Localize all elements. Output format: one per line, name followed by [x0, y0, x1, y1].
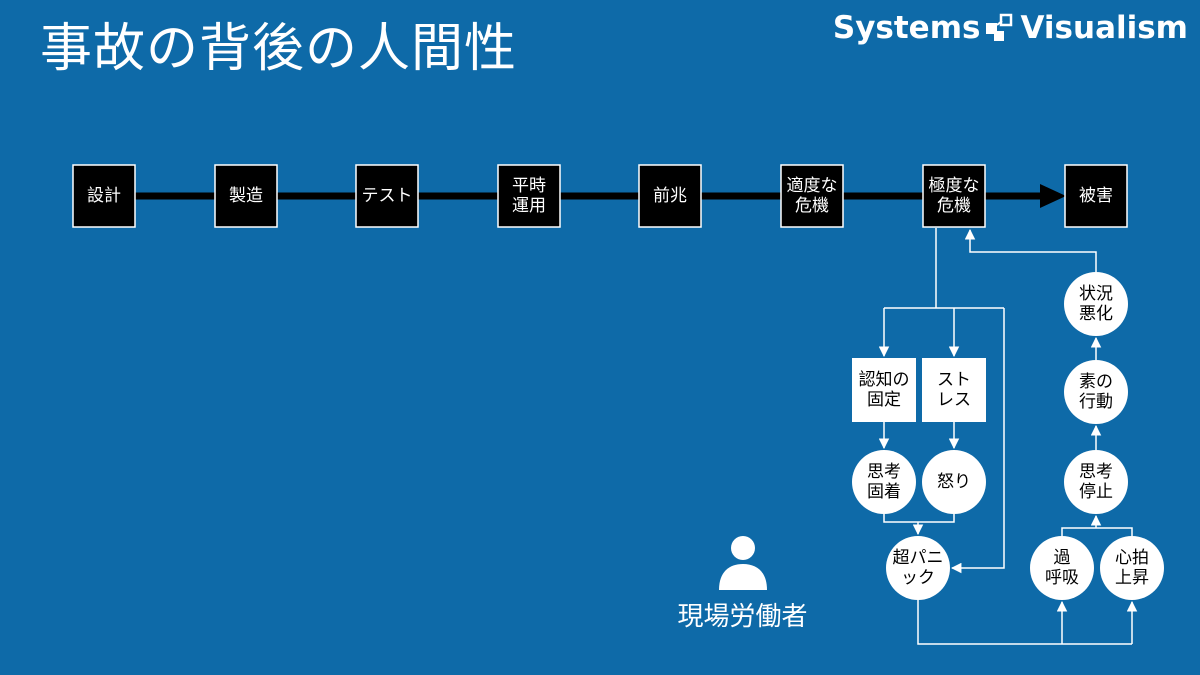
field-worker: 現場労働者 [660, 534, 825, 633]
node-super-panic-label: 超パニ [893, 548, 944, 568]
node-cognitive-fixation-label: 固定 [867, 390, 901, 410]
brand-name-right: Visualism [1020, 10, 1188, 46]
timeline-arrowhead [1040, 184, 1066, 208]
node-thinking-stop-label: 停止 [1079, 482, 1113, 502]
stage-test: テスト [355, 164, 419, 228]
node-stress-label: スト [937, 370, 971, 390]
stage-design: 設計 [72, 164, 136, 228]
brand-logo: Systems Visualism [833, 6, 1188, 50]
stage-normal-operation-label: 平時 [512, 176, 546, 196]
node-situation-worsens-label: 悪化 [1079, 304, 1113, 324]
stage-manufacturing: 製造 [214, 164, 278, 228]
stage-manufacturing-label: 製造 [229, 186, 263, 206]
stage-normal-operation-label: 運用 [512, 196, 546, 216]
node-hyperventilation: 過呼吸 [1030, 536, 1094, 600]
node-situation-worsens-label: 状況 [1079, 284, 1113, 304]
edge-super-panic-bottom [917, 600, 1132, 645]
stage-warning-sign: 前兆 [638, 164, 702, 228]
node-super-panic-label: ック [901, 568, 935, 588]
node-raw-behavior-label: 素の [1079, 372, 1113, 392]
node-thinking-stop-label: 思考 [1079, 462, 1113, 482]
node-raw-behavior-label: 行動 [1079, 392, 1113, 412]
stage-damage: 被害 [1064, 164, 1128, 228]
edge-fixed-thinking-merge [883, 514, 918, 523]
node-fixed-thinking-label: 思考 [867, 462, 901, 482]
stage-damage-label: 被害 [1079, 186, 1113, 206]
node-heart-rate-rise-label: 心拍 [1115, 548, 1149, 568]
stage-moderate-crisis-label: 適度な [787, 176, 838, 196]
node-anger-label: 怒り [937, 472, 971, 492]
stage-warning-sign-label: 前兆 [653, 186, 687, 206]
field-worker-label: 現場労働者 [677, 602, 808, 632]
systems-visualism-logo-icon [986, 13, 1013, 41]
node-hyperventilation-label: 過 [1054, 548, 1071, 568]
stage-test-label: テスト [362, 186, 413, 206]
edge-hyper-merge [1061, 527, 1133, 536]
brand-name-left: Systems [832, 10, 981, 46]
slide-title: 事故の背後の人間性 [40, 19, 518, 79]
stage-design-label: 設計 [87, 186, 121, 206]
node-cognitive-fixation-label: 認知の [859, 370, 910, 390]
stage-moderate-crisis-label: 危機 [795, 196, 829, 216]
node-anger: 怒り [922, 450, 986, 514]
edge-anger-merge [918, 514, 955, 523]
node-heart-rate-rise-label: 上昇 [1115, 568, 1149, 588]
stage-extreme-crisis-label: 危機 [937, 196, 971, 216]
node-fixed-thinking-label: 固着 [867, 482, 901, 502]
person-icon [718, 536, 767, 590]
node-hyperventilation-label: 呼吸 [1045, 568, 1079, 588]
edge-feedback-to-crisis [964, 228, 1097, 272]
edge-to-super-panic-right [950, 308, 1005, 574]
node-stress-label: レス [937, 390, 971, 410]
stage-extreme-crisis-label: 極度な [929, 176, 980, 196]
